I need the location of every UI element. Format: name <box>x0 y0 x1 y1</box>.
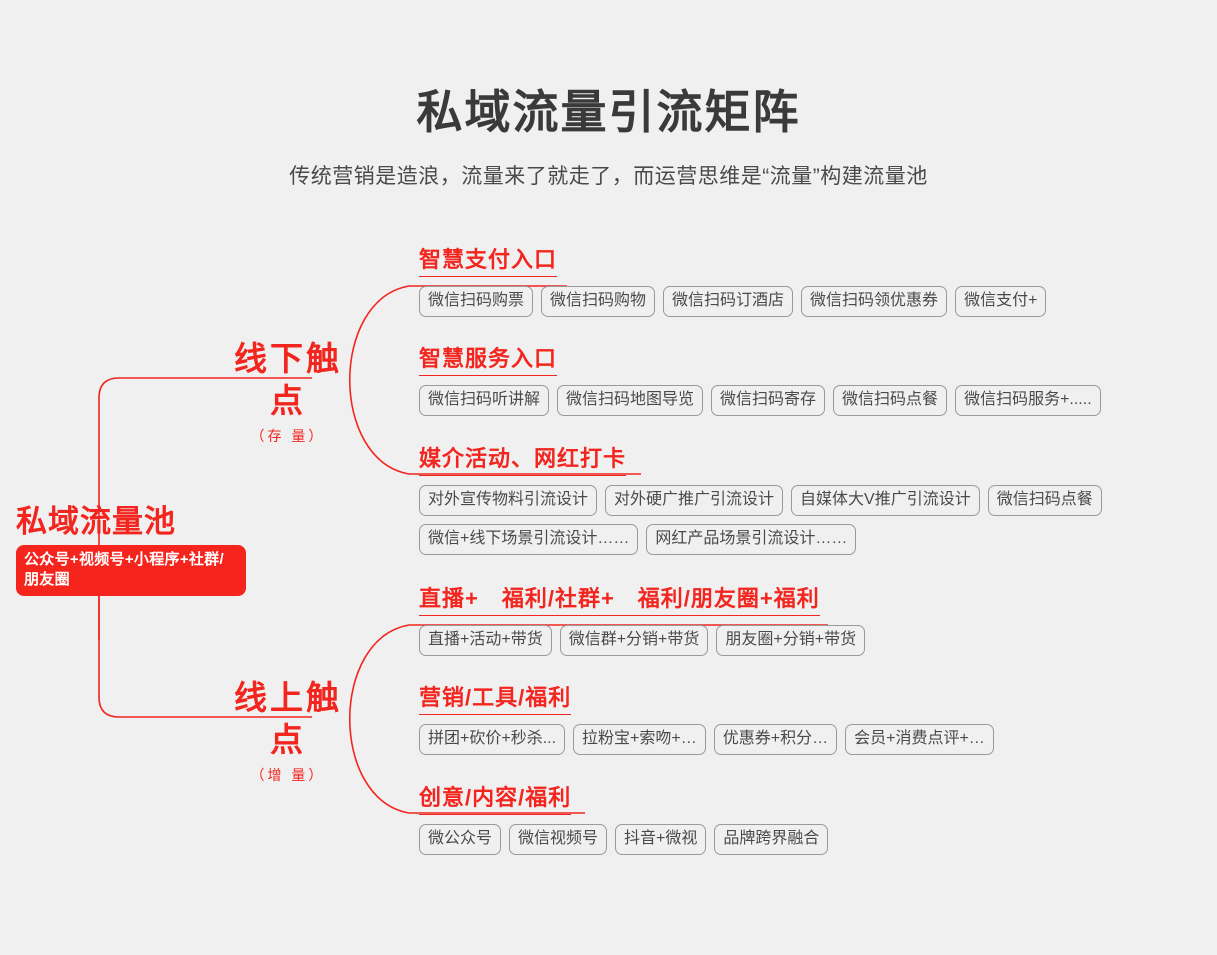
group-market-heading: 营销/工具/福利 <box>419 685 572 716</box>
tag-item[interactable]: 拉粉宝+索吻+… <box>573 724 706 756</box>
tag-item[interactable]: 微信扫码地图导览 <box>557 385 704 417</box>
tag-item[interactable]: 拼团+砍价+秒杀... <box>419 724 566 756</box>
branch-label-online[interactable]: 线上触点 （增 量） <box>218 677 358 785</box>
tag-item[interactable]: 微公众号 <box>419 824 502 856</box>
offline-fan-arc <box>348 285 410 475</box>
group-media-tags: 对外宣传物料引流设计 对外硬广推广引流设计 自媒体大V推广引流设计 微信扫码点餐… <box>419 485 1179 556</box>
tag-item[interactable]: 对外硬广推广引流设计 <box>605 485 784 517</box>
tag-item[interactable]: 微信扫码寄存 <box>711 385 826 417</box>
tag-item[interactable]: 微信扫码听讲解 <box>419 385 550 417</box>
root-node-badge: 公众号+视频号+小程序+社群/朋友圈 <box>16 545 246 596</box>
online-fan-arc <box>348 624 410 814</box>
group-live-tags: 直播+活动+带货 微信群+分销+带货 朋友圈+分销+带货 <box>419 625 1119 657</box>
branch-offline-subtitle: （存 量） <box>250 428 326 445</box>
page-title: 私域流量引流矩阵 <box>416 86 801 138</box>
group-pay: 智慧支付入口 微信扫码购票 微信扫码购物 微信扫码订酒店 微信扫码领优惠券 微信… <box>419 247 1109 318</box>
group-media: 媒介活动、网红打卡 对外宣传物料引流设计 对外硬广推广引流设计 自媒体大V推广引… <box>419 446 1179 556</box>
tag-item[interactable]: 自媒体大V推广引流设计 <box>791 485 980 517</box>
group-market-tags: 拼团+砍价+秒杀... 拉粉宝+索吻+… 优惠券+积分… 会员+消费点评+… <box>419 724 1119 756</box>
tag-item[interactable]: 微信扫码点餐 <box>833 385 948 417</box>
page-header: 私域流量引流矩阵 传统营销是造浪，流量来了就走了，而运营思维是“流量”构建流量池 <box>0 84 1217 190</box>
branch-offline-title: 线下触点 <box>234 340 342 420</box>
group-creative: 创意/内容/福利 微公众号 微信视频号 抖音+微视 品牌跨界融合 <box>419 785 1119 856</box>
group-live: 直播+ 福利/社群+ 福利/朋友圈+福利 直播+活动+带货 微信群+分销+带货 … <box>419 586 1119 657</box>
tag-item[interactable]: 微信扫码购物 <box>541 286 656 318</box>
tag-item[interactable]: 微信支付+ <box>955 286 1047 318</box>
group-market: 营销/工具/福利 拼团+砍价+秒杀... 拉粉宝+索吻+… 优惠券+积分… 会员… <box>419 685 1119 756</box>
tag-item[interactable]: 微信扫码购票 <box>419 286 534 318</box>
tag-item[interactable]: 直播+活动+带货 <box>419 625 552 657</box>
branch-online-title: 线上触点 <box>234 679 342 759</box>
tag-item[interactable]: 微信扫码订酒店 <box>663 286 794 318</box>
tag-item[interactable]: 对外宣传物料引流设计 <box>419 485 598 517</box>
branch-online-subtitle: （增 量） <box>250 767 326 784</box>
tag-item[interactable]: 优惠券+积分… <box>713 724 838 756</box>
group-creative-heading: 创意/内容/福利 <box>419 785 572 816</box>
group-pay-heading: 智慧支付入口 <box>419 247 558 278</box>
root-node[interactable]: 私域流量池 公众号+视频号+小程序+社群/朋友圈 <box>16 503 246 596</box>
page-subtitle: 传统营销是造浪，流量来了就走了，而运营思维是“流量”构建流量池 <box>289 164 928 188</box>
group-service-heading: 智慧服务入口 <box>419 346 558 377</box>
group-pay-tags: 微信扫码购票 微信扫码购物 微信扫码订酒店 微信扫码领优惠券 微信支付+ <box>419 286 1109 318</box>
group-media-heading: 媒介活动、网红打卡 <box>419 446 627 477</box>
tag-item[interactable]: 微信扫码服务+..... <box>955 385 1101 417</box>
branch-label-offline[interactable]: 线下触点 （存 量） <box>218 338 358 446</box>
root-node-title: 私域流量池 <box>16 504 176 539</box>
tag-item[interactable]: 微信扫码点餐 <box>987 485 1102 517</box>
tag-item[interactable]: 微信群+分销+带货 <box>559 625 709 657</box>
group-service: 智慧服务入口 微信扫码听讲解 微信扫码地图导览 微信扫码寄存 微信扫码点餐 微信… <box>419 346 1179 417</box>
tag-item[interactable]: 网红产品场景引流设计…… <box>646 524 857 556</box>
group-creative-tags: 微公众号 微信视频号 抖音+微视 品牌跨界融合 <box>419 824 1119 856</box>
tag-item[interactable]: 微信视频号 <box>509 824 608 856</box>
tag-item[interactable]: 朋友圈+分销+带货 <box>716 625 866 657</box>
group-service-tags: 微信扫码听讲解 微信扫码地图导览 微信扫码寄存 微信扫码点餐 微信扫码服务+..… <box>419 385 1179 417</box>
tag-item[interactable]: 微信+线下场景引流设计…… <box>419 524 639 556</box>
group-live-heading: 直播+ 福利/社群+ 福利/朋友圈+福利 <box>419 586 820 617</box>
tag-item[interactable]: 会员+消费点评+… <box>845 724 994 756</box>
tag-item[interactable]: 品牌跨界融合 <box>714 824 829 856</box>
tag-item[interactable]: 抖音+微视 <box>615 824 707 856</box>
tag-item[interactable]: 微信扫码领优惠券 <box>801 286 948 318</box>
